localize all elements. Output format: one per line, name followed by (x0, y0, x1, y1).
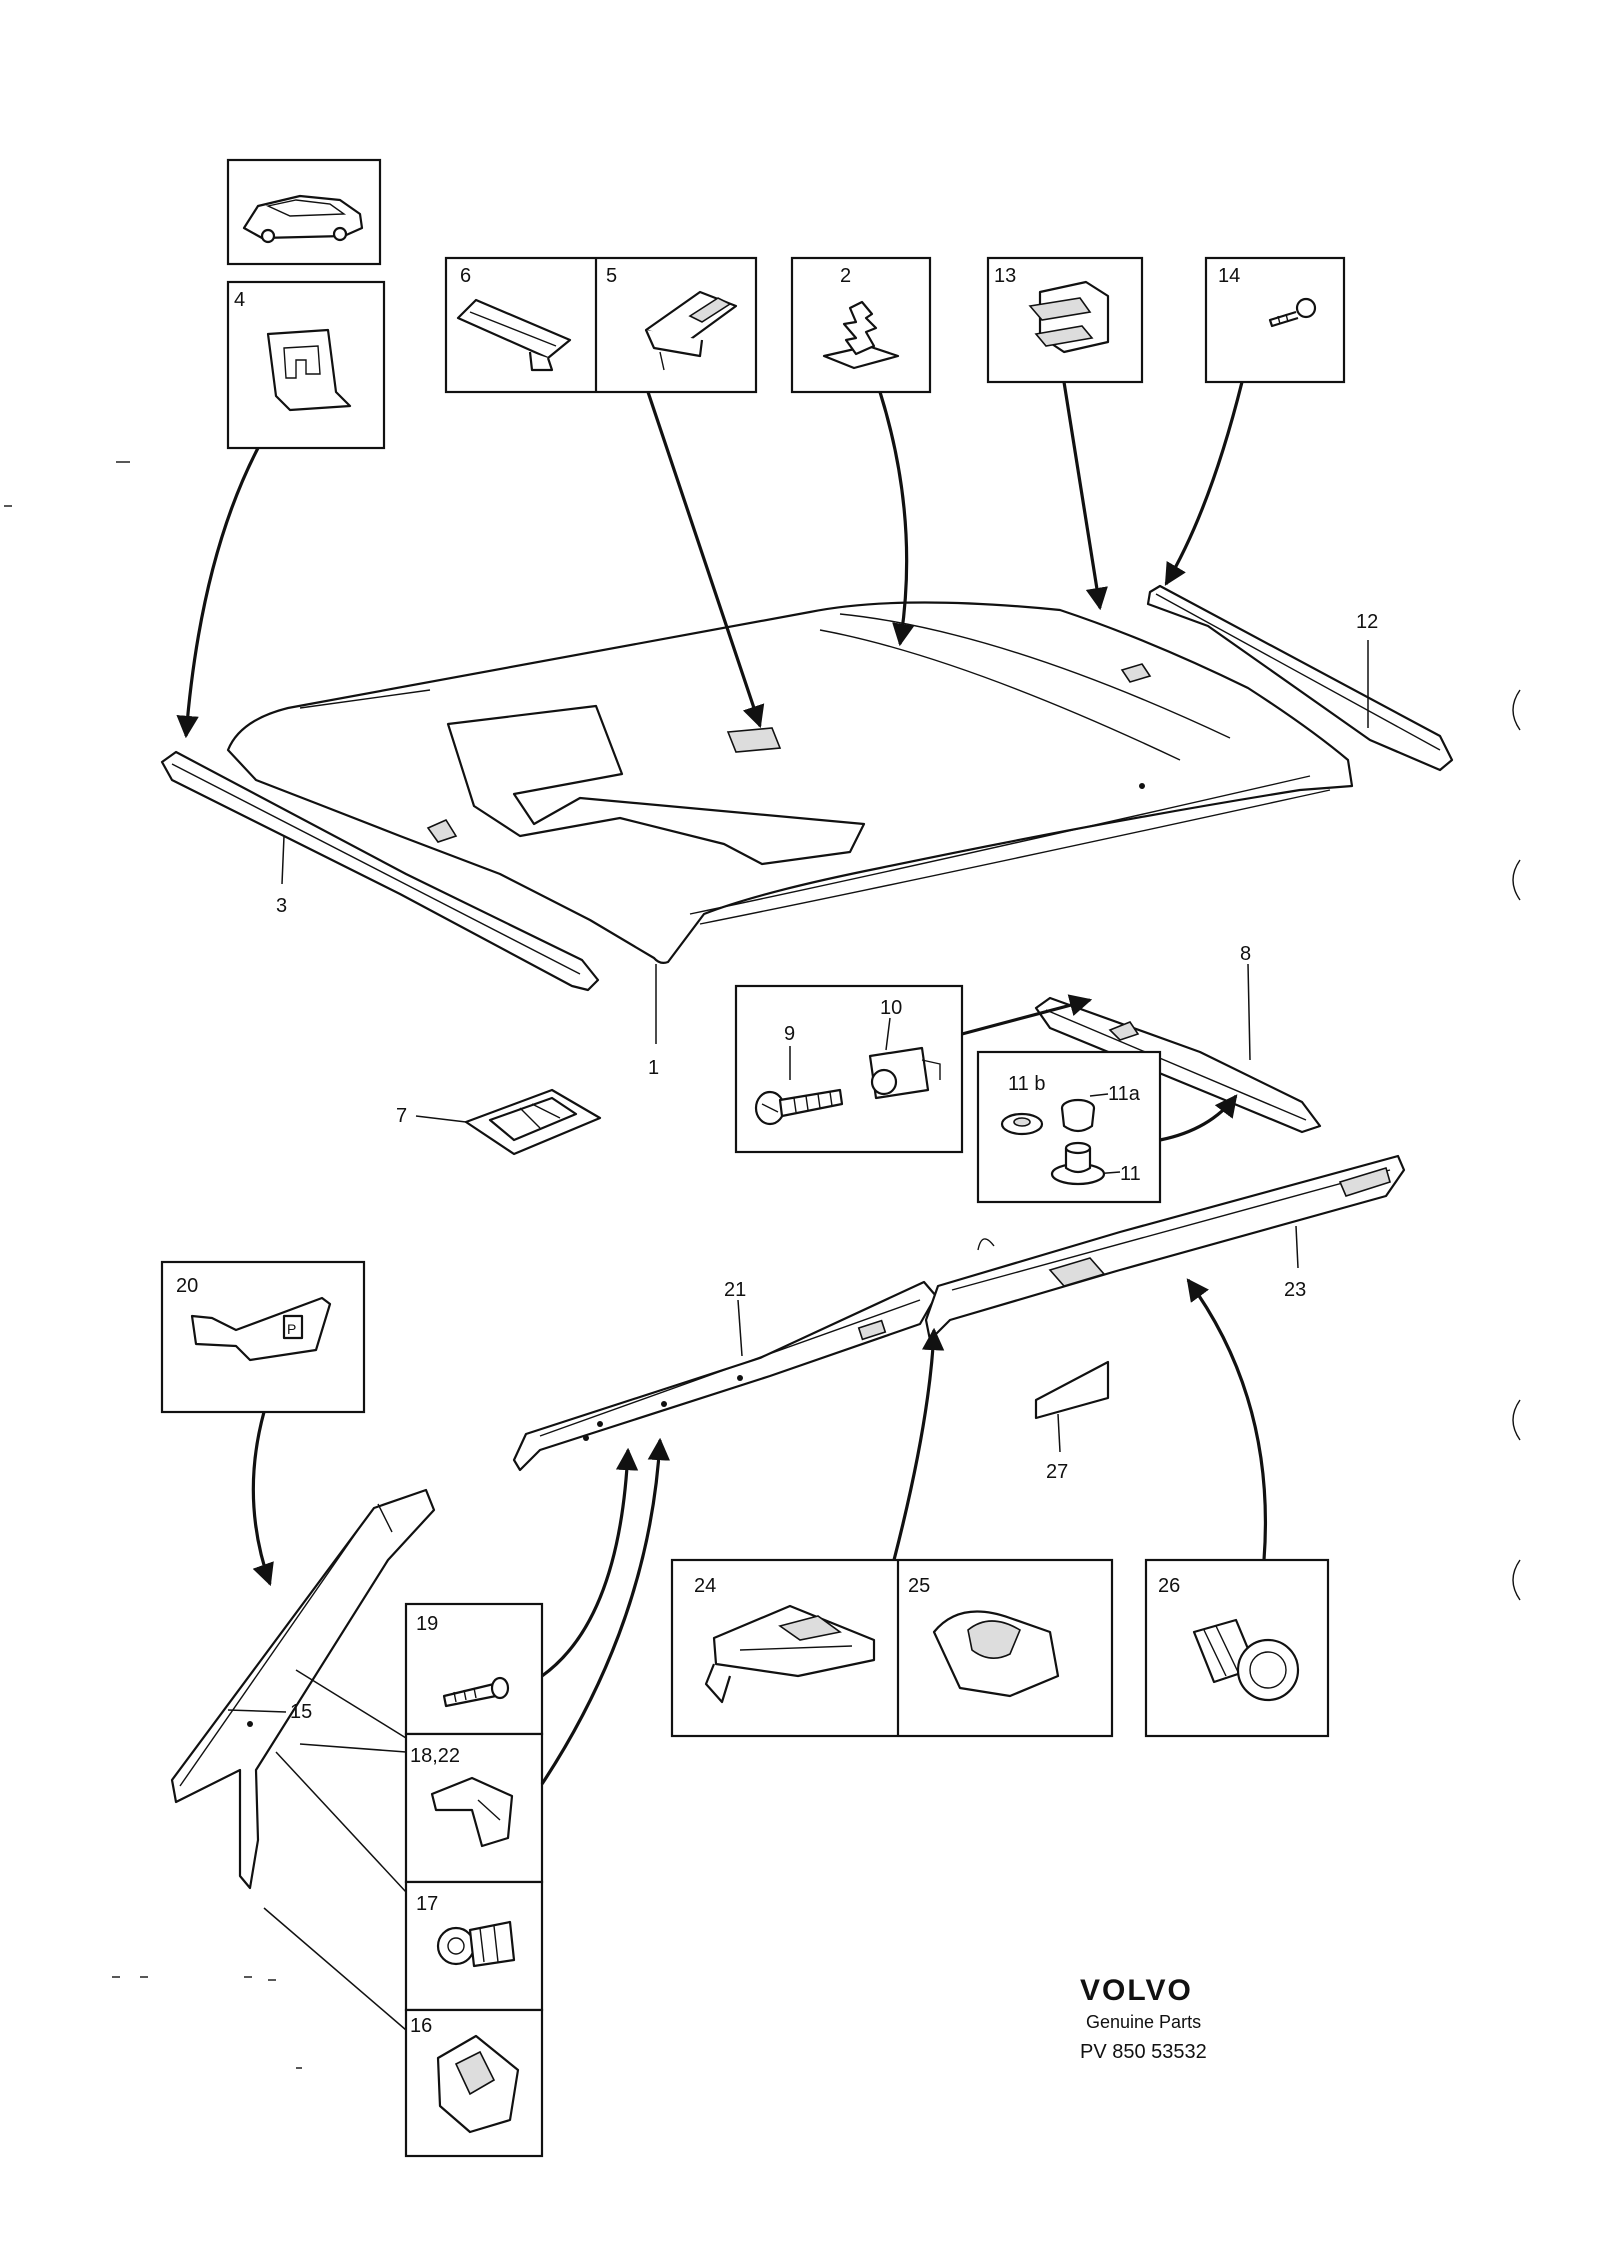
reference-number: PV 850 53532 (1080, 2041, 1207, 2063)
volvo-logo: VOLVO (1080, 1974, 1193, 2007)
callout-15: 15 (290, 1701, 312, 1723)
a-pillar-15: 15 (170, 1488, 436, 1890)
side-rail-3: 3 (160, 750, 600, 992)
callout-10: 10 (880, 997, 902, 1019)
part-27: 27 (1034, 1360, 1110, 1483)
callout-12: 12 (1356, 611, 1378, 633)
car-thumbnail (226, 158, 382, 266)
part-box-2: 2 (790, 256, 932, 394)
callout-23: 23 (1284, 1279, 1306, 1301)
part-box-13: 13 (986, 256, 1144, 384)
callout-19: 19 (416, 1613, 438, 1635)
part-box-11: 11 b 11a 11 (976, 1050, 1162, 1204)
part-box-6-5: 6 5 (444, 256, 758, 394)
part-box-4: 4 (226, 280, 386, 450)
part-box-24-25: 24 25 (670, 1558, 1114, 1738)
callout-18-22: 18,22 (410, 1745, 460, 1767)
part-stack-left: 19 18,22 17 16 (404, 1602, 544, 2158)
callout-7: 7 (396, 1105, 407, 1127)
callout-25: 25 (908, 1575, 930, 1597)
callout-4: 4 (234, 289, 245, 311)
callout-1: 1 (648, 1057, 659, 1079)
part-box-26: 26 (1144, 1558, 1330, 1738)
arrows (176, 381, 1268, 2031)
rear-rail-12: 12 (1146, 584, 1454, 772)
part-box-14: 14 (1204, 256, 1346, 384)
callout-11: 11 (1120, 1163, 1141, 1185)
callout-26: 26 (1158, 1575, 1180, 1597)
scan-marks (4, 461, 1521, 2069)
callout-11a: 11a (1108, 1083, 1141, 1105)
callout-5: 5 (606, 265, 617, 287)
callout-17: 17 (416, 1893, 438, 1915)
callout-24: 24 (694, 1575, 716, 1597)
rail-21: 21 (512, 1279, 938, 1472)
callout-11b: 11 b (1008, 1073, 1045, 1095)
callout-3: 3 (276, 895, 287, 917)
callout-21: 21 (724, 1279, 746, 1301)
callout-20: 20 (176, 1275, 198, 1297)
callout-16: 16 (410, 2015, 432, 2037)
callout-8: 8 (1240, 943, 1251, 965)
callout-9: 9 (784, 1023, 795, 1045)
headliner-panel (226, 601, 1354, 964)
part-7: 7 (396, 1088, 602, 1156)
part-box-9-10: 9 10 (734, 984, 964, 1154)
callout-2: 2 (840, 265, 851, 287)
brand-block: VOLVO Genuine Parts PV 850 53532 (1080, 1974, 1207, 2063)
genuine-parts-label: Genuine Parts (1086, 2012, 1201, 2032)
callout-13: 13 (994, 265, 1016, 287)
part-box-20: 20 P (160, 1260, 366, 1414)
callout-14: 14 (1218, 265, 1240, 287)
svg-text:P: P (287, 1321, 296, 1337)
callout-27: 27 (1046, 1461, 1068, 1483)
callout-6: 6 (460, 265, 471, 287)
